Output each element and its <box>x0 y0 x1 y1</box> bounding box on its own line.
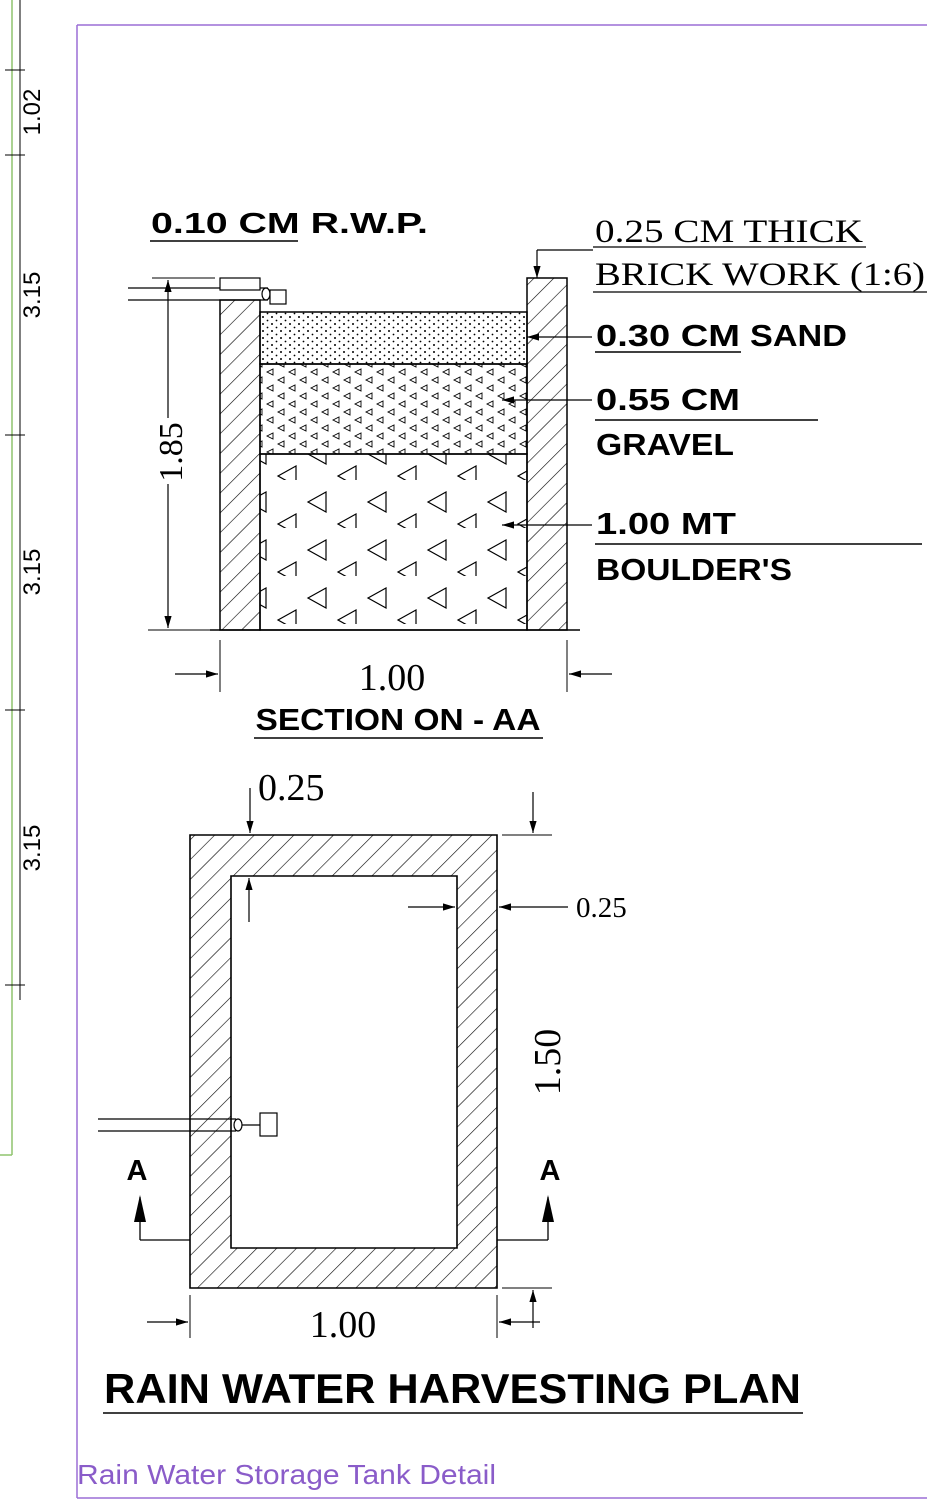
rwp-label: 0.10 CM R.W.P. <box>151 208 428 240</box>
height-label-bg <box>152 418 184 484</box>
section-mark-left: A <box>127 1155 148 1187</box>
section-mark-right: A <box>540 1155 561 1187</box>
gravel-dim-label: 0.55 CM <box>596 382 740 417</box>
scale-label: 1.02 <box>19 89 46 136</box>
scale-label: 3.15 <box>19 272 46 319</box>
plan-side-wall-dim: 0.25 <box>576 892 627 924</box>
left-scale-strip: 1.02 3.15 3.15 3.15 <box>0 0 46 1156</box>
sand-layer <box>259 311 528 365</box>
plan-width-dim: 1.00 <box>310 1304 377 1346</box>
plan-pipe-cap <box>259 1112 278 1137</box>
plan-pipe-end <box>233 1118 243 1132</box>
boulder-dim-label: 1.00 MT <box>596 506 736 541</box>
section-height-dim: 1.85 <box>153 422 190 482</box>
sand-dim-label: 0.30 CM <box>596 318 740 353</box>
left-brick-wall <box>219 299 261 631</box>
sheet-frame <box>76 24 927 1499</box>
section-mark-right-arrow <box>542 1195 554 1222</box>
rwp-pipe-cap <box>269 289 287 305</box>
section-title: SECTION ON - AA <box>256 702 541 737</box>
plan-top-wall-dim: 0.25 <box>258 767 325 809</box>
section-width-dim: 1.00 <box>359 657 426 699</box>
brick-work-label-1: 0.25 CM THICK <box>595 214 863 250</box>
plan-title: RAIN WATER HARVESTING PLAN <box>104 1365 801 1412</box>
boulder-word-label: BOULDER'S <box>596 552 792 587</box>
sand-word-label: SAND <box>750 318 847 353</box>
drawing-caption: Rain Water Storage Tank Detail <box>77 1459 496 1490</box>
left-wall-cap <box>219 277 261 291</box>
plan-length-dim: 1.50 <box>527 1029 569 1096</box>
boulder-layer <box>259 453 528 631</box>
gravel-word-label: GRAVEL <box>596 427 734 462</box>
brick-work-label-2: BRICK WORK (1:6) <box>595 257 925 293</box>
scale-label: 3.15 <box>19 549 46 596</box>
tank-wall-plan <box>189 834 498 1289</box>
gravel-layer <box>259 363 528 455</box>
plan-drawing: 0.25 1.50 0.25 1.00 A A RAIN WATER HARVE… <box>98 767 803 1414</box>
section-mark-left-arrow <box>134 1195 146 1222</box>
section-drawing: 1.85 1.00 SECTION ON - AA 0.10 CM R.W.P.… <box>128 208 927 739</box>
scale-label: 3.15 <box>19 825 46 872</box>
right-brick-wall <box>526 277 568 631</box>
rwp-pipe-end <box>261 287 271 301</box>
